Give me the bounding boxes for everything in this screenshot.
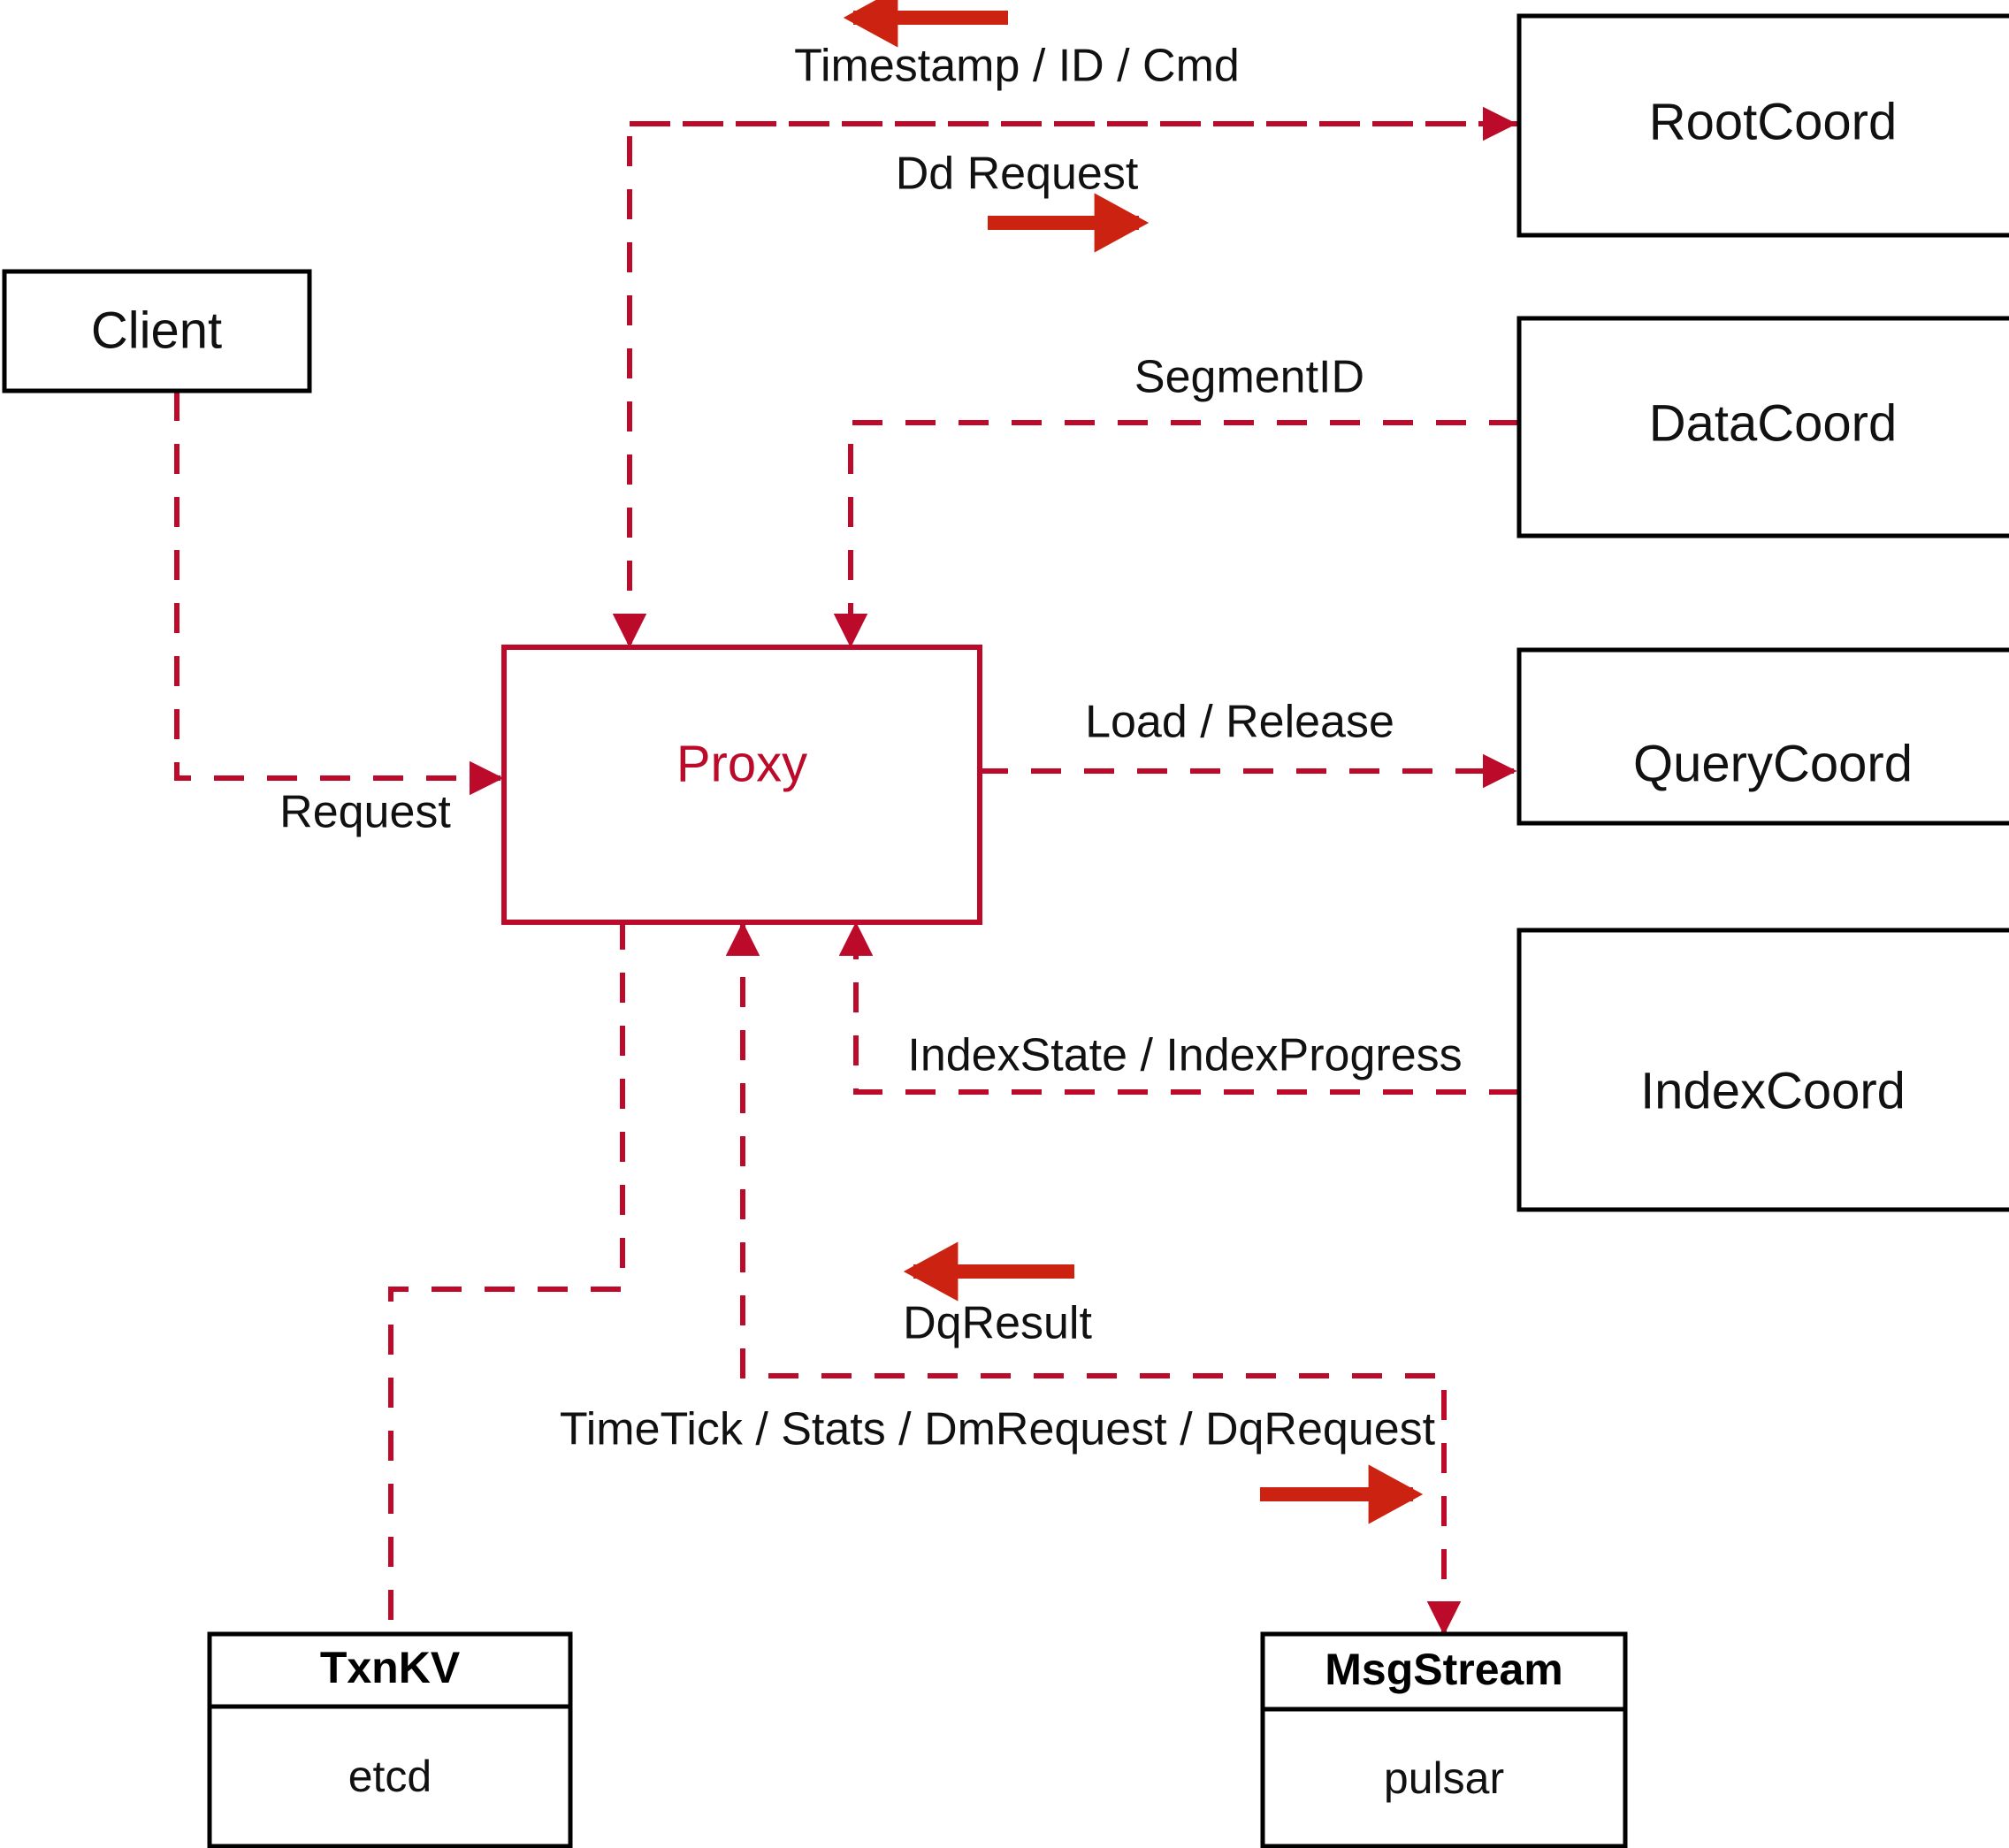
node-index-coord-label: IndexCoord	[1640, 1062, 1906, 1119]
node-data-coord-label: DataCoord	[1649, 394, 1897, 452]
edge-label-timetick-stats: TimeTick / Stats / DmRequest / DqRequest	[560, 1404, 1436, 1455]
node-txnkv-header: TxnKV	[320, 1643, 461, 1692]
node-data-coord[interactable]: DataCoord	[1516, 316, 2009, 538]
node-txnkv[interactable]: TxnKV etcd	[207, 1631, 573, 1848]
node-proxy[interactable]: Proxy	[501, 645, 982, 925]
node-msgstream[interactable]: MsgStream pulsar	[1260, 1631, 1628, 1848]
node-client[interactable]: Client	[2, 269, 312, 393]
edge-label-segment-id: SegmentID	[1134, 352, 1364, 403]
edge-request	[174, 391, 504, 796]
node-query-coord-label: QueryCoord	[1633, 735, 1913, 792]
edge-timestamp-id-cmd	[612, 121, 1519, 648]
node-root-coord[interactable]: RootCoord	[1516, 13, 2009, 238]
node-client-label: Client	[91, 302, 222, 359]
node-txnkv-body: etcd	[348, 1752, 432, 1801]
edge-segment-id	[833, 420, 1519, 648]
node-msgstream-body: pulsar	[1384, 1753, 1504, 1803]
edge-label-dd-request: Dd Request	[896, 149, 1139, 200]
edge-label-load-release: Load / Release	[1085, 697, 1394, 748]
edge-timetick-stats	[725, 921, 1462, 1636]
node-root-coord-label: RootCoord	[1649, 93, 1897, 150]
node-proxy-label: Proxy	[676, 735, 807, 792]
node-query-coord[interactable]: QueryCoord	[1516, 647, 2009, 826]
edge-label-request: Request	[279, 787, 451, 838]
edge-label-dq-result: DqResult	[903, 1298, 1092, 1349]
node-index-coord[interactable]: IndexCoord	[1516, 928, 2009, 1212]
edge-label-index-state-progress: IndexState / IndexProgress	[907, 1030, 1462, 1081]
node-msgstream-header: MsgStream	[1325, 1645, 1563, 1694]
edge-label-timestamp-id-cmd: Timestamp / ID / Cmd	[794, 41, 1240, 92]
edge-proxy-txnkv	[388, 920, 625, 1634]
